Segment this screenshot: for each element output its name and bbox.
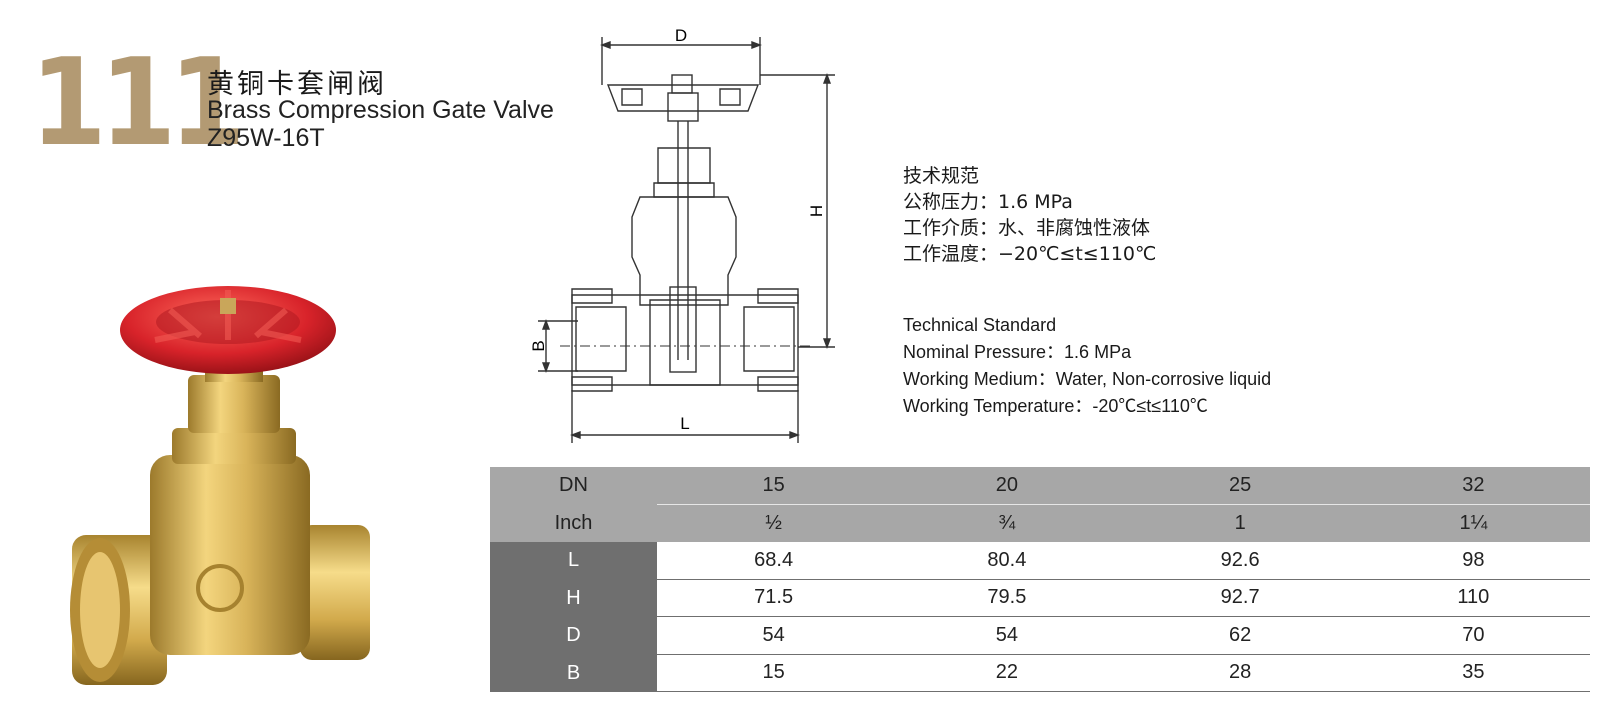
- valve-body: [150, 455, 310, 655]
- dimension-h-label: H: [807, 205, 826, 217]
- table-header-row-inch: Inch ½ ¾ 1 1¼: [490, 504, 1590, 542]
- table-cell: 15: [657, 654, 891, 692]
- header-cell: ½: [765, 511, 782, 534]
- table-header-row-dn: DN 15 20 25 32: [490, 467, 1590, 505]
- spec-en-pressure: Nominal Pressure：1.6 MPa: [903, 342, 1132, 362]
- product-title-cn: 黄铜卡套闸阀: [207, 69, 387, 100]
- table-header: DN 15 20 25 32 Inch ½ ¾ 1 1¼: [490, 467, 1590, 542]
- table-cell: 71.5: [657, 579, 891, 617]
- header-cell: 32: [1462, 474, 1485, 497]
- product-title-en: Brass Compression Gate Valve: [207, 96, 554, 124]
- table-cell: 35: [1356, 654, 1590, 692]
- spec-en-heading: Technical Standard: [903, 315, 1057, 335]
- table-row-d: D 54 54 62 70: [490, 617, 1590, 655]
- dimension-l-label: L: [680, 414, 689, 433]
- spec-en-medium: Working Medium：Water, Non-corrosive liqu…: [903, 369, 1272, 389]
- table-cell: 68.4: [657, 542, 891, 580]
- right-compression-nut: [300, 525, 370, 660]
- brand-logo-emboss: [196, 564, 244, 612]
- spec-cn-medium: 工作介质：水、非腐蚀性液体: [903, 217, 1151, 239]
- table-cell: 54: [657, 617, 891, 655]
- row-label-d: D: [490, 617, 657, 655]
- table-cell: 80.4: [890, 542, 1124, 580]
- valve-product-image: [70, 286, 370, 685]
- technical-drawing: D H B L: [530, 26, 835, 443]
- header-label-inch: Inch: [554, 511, 593, 534]
- table-cell: 54: [890, 617, 1124, 655]
- row-label-l: L: [490, 542, 657, 580]
- table-cell: 98: [1356, 542, 1590, 580]
- table-cell: 70: [1356, 617, 1590, 655]
- table-cell: 22: [890, 654, 1124, 692]
- spec-cn-heading: 技术规范: [903, 165, 980, 187]
- table-cell: 92.6: [1123, 542, 1357, 580]
- model-number: 111: [30, 34, 246, 173]
- dimension-b-label: B: [530, 340, 548, 351]
- header-cell: 1¼: [1459, 511, 1488, 534]
- header-label-dn: DN: [559, 474, 588, 497]
- dimension-d-label: D: [675, 26, 687, 45]
- spec-en-temperature: Working Temperature：-20℃≤t≤110℃: [903, 396, 1208, 416]
- header-cell: 15: [762, 474, 785, 497]
- table-cell: 79.5: [890, 579, 1124, 617]
- table-row-b: B 15 22 28 35: [490, 654, 1590, 692]
- header-divider: [657, 504, 1590, 505]
- dimension-table: DN 15 20 25 32 Inch ½ ¾ 1 1¼ L 68.4 80.4…: [490, 467, 1590, 692]
- spec-cn-temperature: 工作温度：−20℃≤t≤110℃: [903, 243, 1157, 265]
- table-row-l: L 68.4 80.4 92.6 98: [490, 542, 1590, 580]
- table-cell: 110: [1356, 579, 1590, 617]
- gland-nut: [188, 375, 280, 433]
- table-row-h: H 71.5 79.5 92.7 110: [490, 579, 1590, 617]
- header-cell: 1: [1234, 511, 1246, 534]
- table-cell: 62: [1123, 617, 1357, 655]
- row-label-h: H: [490, 579, 657, 617]
- table-cell: 92.7: [1123, 579, 1357, 617]
- product-code: Z95W-16T: [207, 124, 325, 152]
- stem-nut: [220, 298, 236, 314]
- header-cell: 25: [1229, 474, 1252, 497]
- header-cell: 20: [995, 474, 1018, 497]
- row-label-b: B: [490, 654, 657, 692]
- header-cell: ¾: [998, 511, 1016, 534]
- table-cell: 28: [1123, 654, 1357, 692]
- spec-cn-pressure: 公称压力：1.6 MPa: [903, 191, 1073, 213]
- valve-bonnet: [172, 428, 296, 464]
